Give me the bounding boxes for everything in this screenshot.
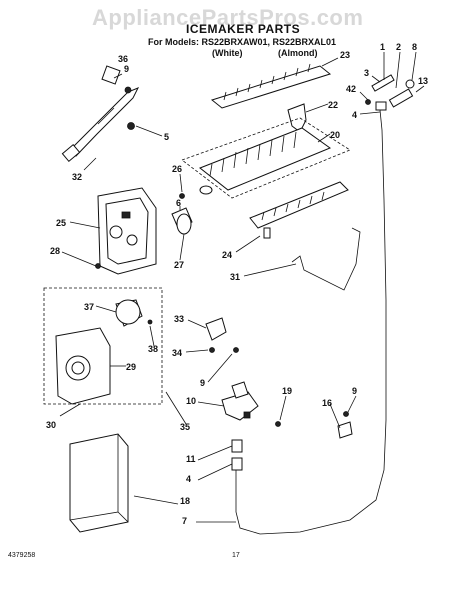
part-32-wire-harness <box>61 65 140 163</box>
callout-6: 6 <box>176 198 181 208</box>
callout-8: 8 <box>412 42 417 52</box>
callout-9-right: 9 <box>352 386 357 396</box>
callout-42: 42 <box>346 84 356 94</box>
models-line: For Models: RS22BRXAW01, RS22BRXAL01 <box>148 37 337 47</box>
part-20-mold <box>181 117 351 199</box>
part-26-6-thermostat <box>171 193 193 235</box>
callout-13: 13 <box>418 76 428 86</box>
callout-10: 10 <box>186 396 196 406</box>
callout-28: 28 <box>50 246 60 256</box>
part-10-water-valve <box>221 381 281 427</box>
callout-22: 22 <box>328 100 338 110</box>
callout-38: 38 <box>148 344 158 354</box>
callout-37: 37 <box>84 302 94 312</box>
part-33-34-bracket <box>205 317 239 353</box>
part-24-ejector <box>249 181 349 239</box>
callout-16: 16 <box>322 398 332 408</box>
callout-34: 34 <box>172 348 182 358</box>
callout-36: 36 <box>118 54 128 64</box>
top-right-fittings <box>365 74 415 111</box>
callout-32: 32 <box>72 172 82 182</box>
callout-1: 1 <box>380 42 385 52</box>
page-title: ICEMAKER PARTS <box>186 22 301 36</box>
callout-5: 5 <box>164 132 169 142</box>
callout-24: 24 <box>222 250 232 260</box>
part-11-fitting <box>231 439 243 453</box>
callout-23: 23 <box>340 50 350 60</box>
callout-19: 19 <box>282 386 292 396</box>
part-25-housing <box>97 187 157 275</box>
callout-9-top: 9 <box>124 64 129 74</box>
callout-4-bottom: 4 <box>186 474 191 484</box>
part-31-feeler-arm <box>291 227 361 291</box>
part-16-clamp <box>337 411 353 439</box>
motor-assembly-group <box>43 287 163 405</box>
variant-white-label: (White) <box>212 48 243 58</box>
part-23-bracket <box>210 63 332 109</box>
callout-33: 33 <box>174 314 184 324</box>
callout-11: 11 <box>186 454 196 464</box>
callout-18: 18 <box>180 496 190 506</box>
page-number: 17 <box>232 552 240 559</box>
callout-labels: 36 9 23 1 2 8 3 13 42 22 4 5 20 32 26 6 … <box>46 42 428 526</box>
callout-7: 7 <box>182 516 187 526</box>
callout-25: 25 <box>56 218 66 228</box>
part-4-fitting-lower <box>231 457 243 471</box>
callout-27: 27 <box>174 260 184 270</box>
callout-35: 35 <box>180 422 190 432</box>
callout-4-top: 4 <box>352 110 357 120</box>
callout-20: 20 <box>330 130 340 140</box>
watermark-text: AppliancePartsPros.com <box>92 5 364 30</box>
callout-9-mid: 9 <box>200 378 205 388</box>
part-28-screw <box>95 263 101 269</box>
doc-number: 4379258 <box>8 552 36 559</box>
variant-almond-label: (Almond) <box>278 48 318 58</box>
leader-lines <box>59 51 425 523</box>
callout-30: 30 <box>46 420 56 430</box>
callout-2: 2 <box>396 42 401 52</box>
part-18-pad <box>69 433 129 533</box>
callout-3: 3 <box>364 68 369 78</box>
callout-29: 29 <box>126 362 136 372</box>
callout-26: 26 <box>172 164 182 174</box>
callout-31: 31 <box>230 272 240 282</box>
part-7-fill-tube <box>235 109 387 535</box>
part-22-cover <box>287 103 307 133</box>
